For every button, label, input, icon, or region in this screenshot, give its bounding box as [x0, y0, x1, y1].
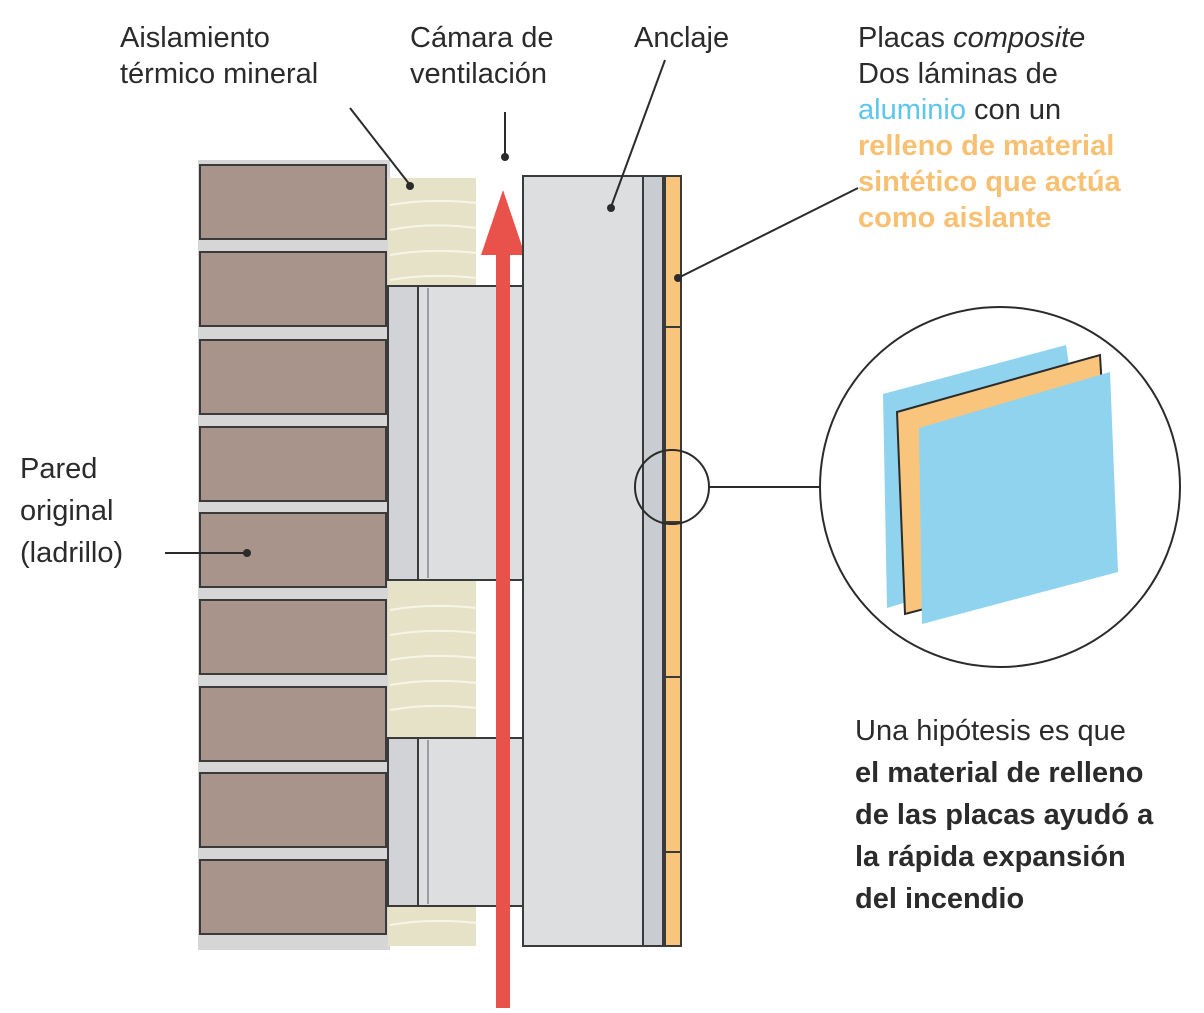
ventilation-label-line2: ventilación	[410, 58, 548, 90]
panels-label: Placas composite Dos láminas de aluminio…	[858, 20, 1121, 236]
leader-lines	[165, 59, 859, 554]
wall-label: Pared original (ladrillo)	[20, 448, 123, 574]
panel-edge	[642, 175, 664, 947]
composite-layers-detail	[883, 345, 1118, 624]
panels-desc-line1: Dos láminas de	[858, 58, 1058, 90]
insulation-label-line1: Aislamiento	[120, 22, 270, 54]
insulation-label: Aislamiento térmico mineral	[120, 20, 318, 92]
brick-wall	[199, 164, 387, 935]
brick	[199, 512, 387, 588]
panels-desc-con-un: con un	[966, 94, 1062, 126]
brick	[199, 599, 387, 675]
composite-joints	[665, 326, 681, 853]
ventilation-label-line1: Cámara de	[410, 22, 554, 54]
wall-label-line2: original	[20, 495, 114, 527]
brick	[199, 164, 387, 240]
panels-title: Placas composite	[858, 20, 1121, 56]
anchor-label-text: Anclaje	[634, 22, 730, 54]
aluminum-highlight: aluminio	[858, 94, 966, 126]
hypothesis-line3: de las placas ayudó a	[855, 799, 1154, 831]
panels-title-plain: Placas	[858, 22, 954, 54]
brick	[199, 859, 387, 935]
composite-strip	[664, 175, 682, 947]
brick	[199, 686, 387, 762]
aluminum-sheet-front	[919, 372, 1118, 624]
wall-label-line1: Pared	[20, 453, 98, 485]
detail-marker-circle	[634, 449, 710, 525]
leader-dots	[243, 153, 682, 557]
anchor-label: Anclaje	[634, 20, 729, 56]
brick	[199, 426, 387, 502]
hypothesis-line1: Una hipótesis es que	[855, 715, 1126, 747]
filler-highlight-line2: sintético que actúa	[858, 166, 1121, 198]
hypothesis-line2: el material de relleno	[855, 757, 1144, 789]
hypothesis-line5: del incendio	[855, 883, 1025, 915]
hypothesis-line4: la rápida expansión	[855, 841, 1126, 873]
ventilation-arrow	[481, 190, 525, 1008]
filler-highlight-line1: relleno de material	[858, 130, 1115, 162]
wall-label-line3: (ladrillo)	[20, 537, 124, 569]
insulation-label-line2: térmico mineral	[120, 58, 319, 90]
brick	[199, 251, 387, 327]
hypothesis-text: Una hipótesis es que el material de rell…	[855, 710, 1153, 920]
brick	[199, 339, 387, 415]
insulation-fibers	[389, 199, 477, 926]
ventilation-label: Cámara de ventilación	[410, 20, 553, 92]
panels-title-italic: composite	[953, 22, 1086, 54]
filler-highlight-line3: como aislante	[858, 202, 1052, 234]
panels-desc-line2: aluminio con un	[858, 92, 1121, 128]
brick	[199, 772, 387, 848]
cladding-panel	[522, 175, 664, 947]
